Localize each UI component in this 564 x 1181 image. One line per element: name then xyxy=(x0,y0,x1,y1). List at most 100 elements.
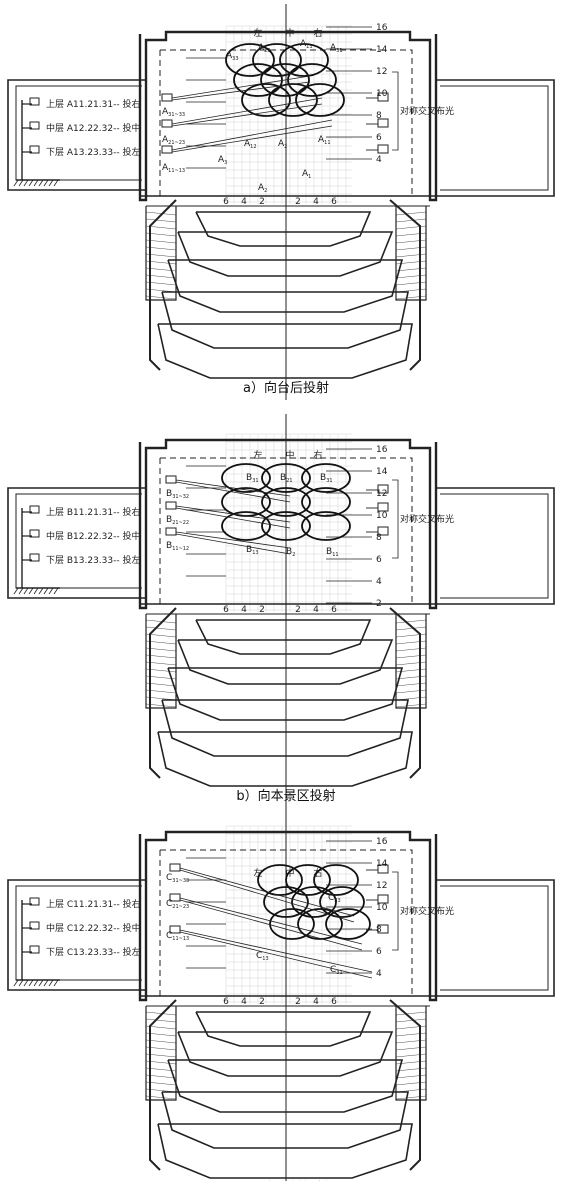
area-label-1-sub: 23 xyxy=(264,48,270,54)
beam-areas xyxy=(257,864,371,940)
box-hatch xyxy=(395,1025,427,1030)
box-hatch xyxy=(395,1095,427,1100)
depth-number-0: 16 xyxy=(376,837,388,847)
seating-row xyxy=(161,699,409,757)
area-label-9-sub: 2 xyxy=(264,188,267,194)
zone-label-2: 右 xyxy=(313,867,322,879)
lamp-icon xyxy=(29,553,40,562)
beam-line xyxy=(175,479,291,497)
scale-right-0: 2 xyxy=(295,605,301,615)
seating-row xyxy=(167,1059,404,1113)
fixture-label-1: B21~22 xyxy=(166,515,189,526)
box-hatch xyxy=(395,1067,427,1072)
zone-label-0: 左 xyxy=(253,449,262,461)
fixture-label-0-main: A xyxy=(162,107,169,117)
fixture-label-1-sub: 21~23 xyxy=(168,140,185,146)
beam-line xyxy=(171,81,311,101)
beam-ellipse xyxy=(260,63,310,97)
side-wall-left xyxy=(149,199,177,371)
box-hatch xyxy=(395,626,427,631)
box-hatch xyxy=(395,1053,427,1058)
area-label-7: A3 xyxy=(218,155,227,166)
area-label-2: C31 xyxy=(330,965,343,976)
box-hatch xyxy=(395,661,427,666)
beam-ellipse xyxy=(287,63,337,97)
box-hatch xyxy=(145,619,177,624)
box-hatch xyxy=(395,703,427,708)
lamp-icon xyxy=(29,529,40,538)
hatch xyxy=(43,587,49,595)
area-label-9: A2 xyxy=(258,183,267,194)
box-hatch xyxy=(145,668,177,673)
box-hatch xyxy=(395,218,427,223)
box-hatch xyxy=(145,225,177,230)
area-label-3-main: A xyxy=(330,43,337,53)
area-label-8-sub: 1 xyxy=(308,174,311,180)
zone-label-2: 右 xyxy=(313,27,322,39)
depth-number-2: 12 xyxy=(376,881,387,891)
beam-ellipse xyxy=(301,511,351,541)
area-label-0: A33 xyxy=(226,51,239,62)
beam-line xyxy=(175,505,291,523)
beam-ellipse xyxy=(221,511,271,541)
box-hatch xyxy=(395,654,427,659)
zone-label-1: 中 xyxy=(285,867,294,879)
box-hatch xyxy=(145,1011,177,1016)
scale-right-0: 2 xyxy=(295,197,301,207)
legend-2: 下层 A13.23.33-- 投左 xyxy=(46,146,140,158)
scale-left-0: 6 xyxy=(223,197,229,207)
seating-row xyxy=(161,291,409,349)
hatch xyxy=(23,979,29,987)
box-hatch xyxy=(145,246,177,251)
depth-number-5: 6 xyxy=(376,947,382,957)
right-room-outline xyxy=(436,487,555,605)
fixture-label-2: C11~13 xyxy=(166,931,189,942)
fixture-right-icon xyxy=(377,484,389,494)
auditorium xyxy=(145,607,427,787)
fixture-label-2-sub: 11~12 xyxy=(172,546,189,552)
seating-row xyxy=(177,231,394,277)
area-label-5-sub: 12 xyxy=(250,144,256,150)
area-label-5: A12 xyxy=(244,139,257,150)
fixture-left-icon xyxy=(169,863,181,872)
box-hatch xyxy=(395,1018,427,1023)
side-wall-left xyxy=(149,607,177,779)
box-hatch xyxy=(395,1039,427,1044)
left-room-inner xyxy=(15,85,142,181)
area-label-3-main: B xyxy=(246,545,252,555)
box-hatch xyxy=(395,225,427,230)
fixture-left-icon xyxy=(161,119,173,128)
beam-ellipse xyxy=(297,908,343,940)
left-room-inner xyxy=(15,493,142,589)
hatch xyxy=(23,179,29,187)
box-hatch xyxy=(395,633,427,638)
beam-ellipse xyxy=(285,864,331,896)
fixture-right-icon xyxy=(377,144,389,154)
depth-number-3: 10 xyxy=(376,89,388,99)
side-note: 对称交叉布光 xyxy=(400,513,454,525)
box-hatch xyxy=(395,1074,427,1079)
beam-ellipse xyxy=(225,43,275,77)
area-label-2: A13 xyxy=(300,39,313,50)
side-note: 对称交叉布光 xyxy=(400,905,454,917)
area-label-2-main: A xyxy=(300,39,307,49)
scale-right-2: 6 xyxy=(331,605,337,615)
hatch xyxy=(28,587,34,595)
beam-ellipse xyxy=(319,886,365,918)
fixture-label-1: A21~23 xyxy=(162,135,185,146)
zone-label-0: 左 xyxy=(253,27,262,39)
fixture-label-1-main: C xyxy=(166,899,172,909)
proscenium-wall xyxy=(138,438,438,610)
area-label-3: A31 xyxy=(330,43,343,54)
scale-right-1: 4 xyxy=(313,605,319,615)
beam-ellipse xyxy=(269,908,315,940)
seating-row xyxy=(177,1031,394,1077)
box-hatch xyxy=(145,689,177,694)
box-hatch xyxy=(145,1060,177,1065)
box-left xyxy=(145,206,177,301)
beam-line xyxy=(179,899,363,951)
area-label-3-sub: 13 xyxy=(252,550,258,556)
auditorium xyxy=(145,199,427,379)
